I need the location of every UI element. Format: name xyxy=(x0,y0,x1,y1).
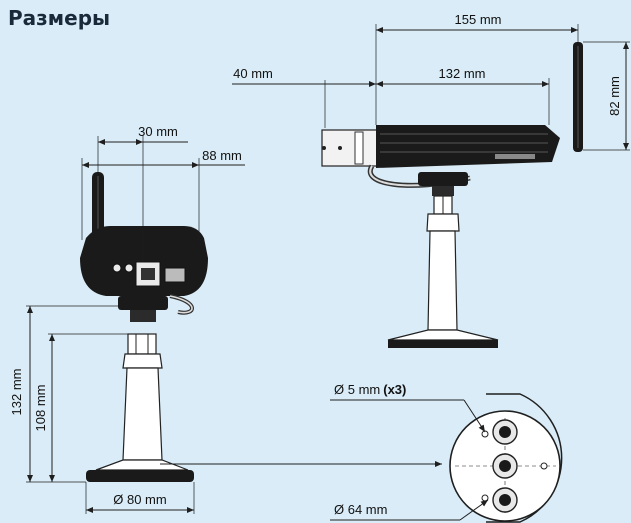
camera-body xyxy=(376,125,560,168)
dim-label-64mm: Ø 64 mm xyxy=(334,502,387,517)
side-stand-base xyxy=(388,340,498,348)
back-stand-column xyxy=(122,367,163,461)
side-view-dimensions: 155 mm 40 mm 132 mm 82 mm xyxy=(232,12,630,151)
side-stand-column xyxy=(427,230,458,331)
dim-label-88: 88 mm xyxy=(202,148,242,163)
side-view-camera xyxy=(321,42,583,348)
back-stand-base xyxy=(86,470,194,482)
dim-label-30: 30 mm xyxy=(138,124,178,139)
base-plan-dimensions: Ø 5 mm(x3) Ø 64 mm xyxy=(330,382,489,521)
back-view-camera xyxy=(80,172,208,482)
mounting-hole-center xyxy=(492,453,518,479)
dim-label-132-back: 132 mm xyxy=(9,369,24,416)
mounting-hole-bottom xyxy=(492,487,518,513)
dim-label-80: Ø 80 mm xyxy=(113,492,166,507)
side-stand-collar xyxy=(426,213,460,232)
dim-label-5mm: Ø 5 mm(x3) xyxy=(334,382,406,397)
side-swivel-nut xyxy=(418,172,468,186)
page-title: Размеры xyxy=(8,6,111,30)
mounting-hole-top xyxy=(492,419,518,445)
base-plan-view xyxy=(449,393,563,523)
dim-label-82: 82 mm xyxy=(607,76,622,116)
connector-port xyxy=(164,267,186,283)
back-swivel-nut xyxy=(118,296,168,310)
dim-label-132-side: 132 mm xyxy=(439,66,486,81)
dim-label-108: 108 mm xyxy=(33,385,48,432)
ethernet-port xyxy=(135,261,161,287)
back-stand-collar xyxy=(122,353,163,369)
dim-label-40: 40 mm xyxy=(233,66,273,81)
back-view-dimensions: 30 mm 88 mm 132 mm 108 mm Ø 80 mm xyxy=(9,124,245,514)
camera-front-module xyxy=(321,129,381,167)
dim-label-155: 155 mm xyxy=(455,12,502,27)
